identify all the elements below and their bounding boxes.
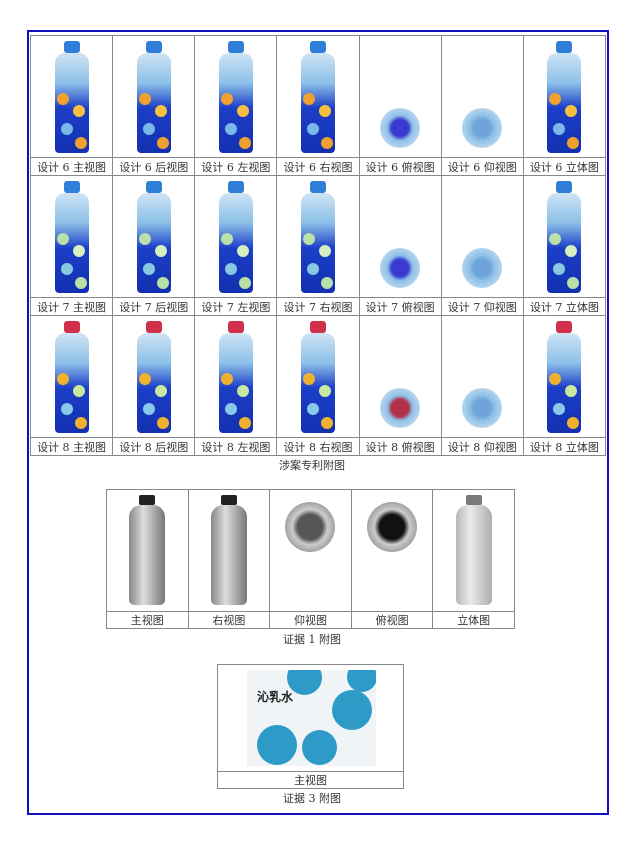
figure-caption: 设计 6 主视图	[29, 157, 114, 176]
figure-caption: 俯视图	[350, 611, 434, 629]
design-figure-image	[358, 175, 442, 298]
evidence1-top-view	[350, 489, 434, 612]
bottle-top-view	[380, 388, 421, 428]
figure-caption: 设计 6 后视图	[112, 157, 196, 176]
bottle-image	[300, 41, 335, 153]
figure-caption: 设计 8 主视图	[29, 437, 114, 456]
bottle-image	[136, 321, 171, 433]
figure-caption: 设计 7 仰视图	[440, 297, 524, 316]
figure-caption: 设计 8 俯视图	[358, 437, 442, 456]
bottle-image	[136, 41, 171, 153]
figure-caption: 设计 6 仰视图	[440, 157, 524, 176]
figure-caption: 右视图	[187, 611, 271, 629]
patent-figures-title: 涉案专利附图	[279, 459, 345, 472]
figure-caption: 设计 7 主视图	[29, 297, 114, 316]
page-frame	[27, 30, 609, 815]
bottle-image	[547, 41, 582, 153]
evidence3-figures-table: 沁乳水 主视图	[217, 664, 404, 789]
evidence1-right-view	[187, 489, 271, 612]
bottle-image	[54, 41, 89, 153]
design-figure-image	[440, 175, 524, 298]
bottle-image	[300, 181, 335, 293]
figure-caption: 设计 8 立体图	[522, 437, 607, 456]
design-figure-image	[276, 175, 360, 298]
design-figure-image	[358, 35, 442, 158]
figure-caption: 设计 6 右视图	[276, 157, 360, 176]
evidence1-3d-view	[432, 489, 515, 612]
evidence1-title: 证据 1 附图	[283, 633, 341, 646]
label-brand-text: 沁乳水	[257, 690, 294, 704]
design-figure-image	[194, 175, 278, 298]
evidence3-front-view: 沁乳水	[217, 664, 404, 772]
design-figure-image	[194, 315, 278, 438]
figure-caption: 设计 6 左视图	[194, 157, 278, 176]
design-figure-image	[29, 175, 114, 298]
figure-caption: 主视图	[217, 771, 404, 789]
design-figure-image	[276, 35, 360, 158]
design-figure-image	[112, 35, 196, 158]
bottle-bottom-view	[462, 108, 503, 148]
figure-caption: 设计 7 立体图	[522, 297, 607, 316]
bottle-image	[547, 181, 582, 293]
design-figure-image	[358, 315, 442, 438]
design-figure-image	[112, 315, 196, 438]
evidence1-bottom-view	[269, 489, 352, 612]
figure-caption: 设计 8 右视图	[276, 437, 360, 456]
evidence1-front-view	[106, 489, 189, 612]
figure-caption: 立体图	[432, 611, 515, 629]
figure-caption: 设计 8 后视图	[112, 437, 196, 456]
bottle-image	[218, 321, 253, 433]
bottle-image	[218, 181, 253, 293]
bottle-label-image: 沁乳水	[247, 670, 376, 766]
bottle-top-view	[380, 248, 421, 288]
bottle-image	[300, 321, 335, 433]
figure-caption: 设计 8 左视图	[194, 437, 278, 456]
design-figure-image	[29, 35, 114, 158]
bottle-image	[54, 181, 89, 293]
design-figure-image	[194, 35, 278, 158]
bottle-bottom-view	[462, 388, 503, 428]
design-figure-image	[440, 35, 524, 158]
bottle-image	[547, 321, 582, 433]
figure-caption: 设计 8 仰视图	[440, 437, 524, 456]
design-figure-image	[522, 175, 607, 298]
design-figure-image	[522, 315, 607, 438]
figure-caption: 设计 6 俯视图	[358, 157, 442, 176]
design-figure-image	[112, 175, 196, 298]
figure-caption: 主视图	[106, 611, 189, 629]
evidence1-figures-table: 主视图 右视图 仰视图 俯视图 立体图	[106, 489, 515, 629]
figure-caption: 设计 6 立体图	[522, 157, 607, 176]
figure-caption: 设计 7 右视图	[276, 297, 360, 316]
figure-caption: 仰视图	[269, 611, 352, 629]
bottle-image	[218, 41, 253, 153]
design-figure-image	[29, 315, 114, 438]
figure-caption: 设计 7 后视图	[112, 297, 196, 316]
patent-figures-table: 设计 6 主视图设计 6 后视图设计 6 左视图设计 6 右视图设计 6 俯视图…	[29, 35, 607, 456]
bottle-image	[136, 181, 171, 293]
bottle-image	[54, 321, 89, 433]
figure-caption: 设计 7 左视图	[194, 297, 278, 316]
bottle-top-view	[380, 108, 421, 148]
design-figure-image	[522, 35, 607, 158]
bottle-bottom-view	[462, 248, 503, 288]
figure-caption: 设计 7 俯视图	[358, 297, 442, 316]
evidence3-title: 证据 3 附图	[283, 792, 341, 805]
design-figure-image	[440, 315, 524, 438]
design-figure-image	[276, 315, 360, 438]
